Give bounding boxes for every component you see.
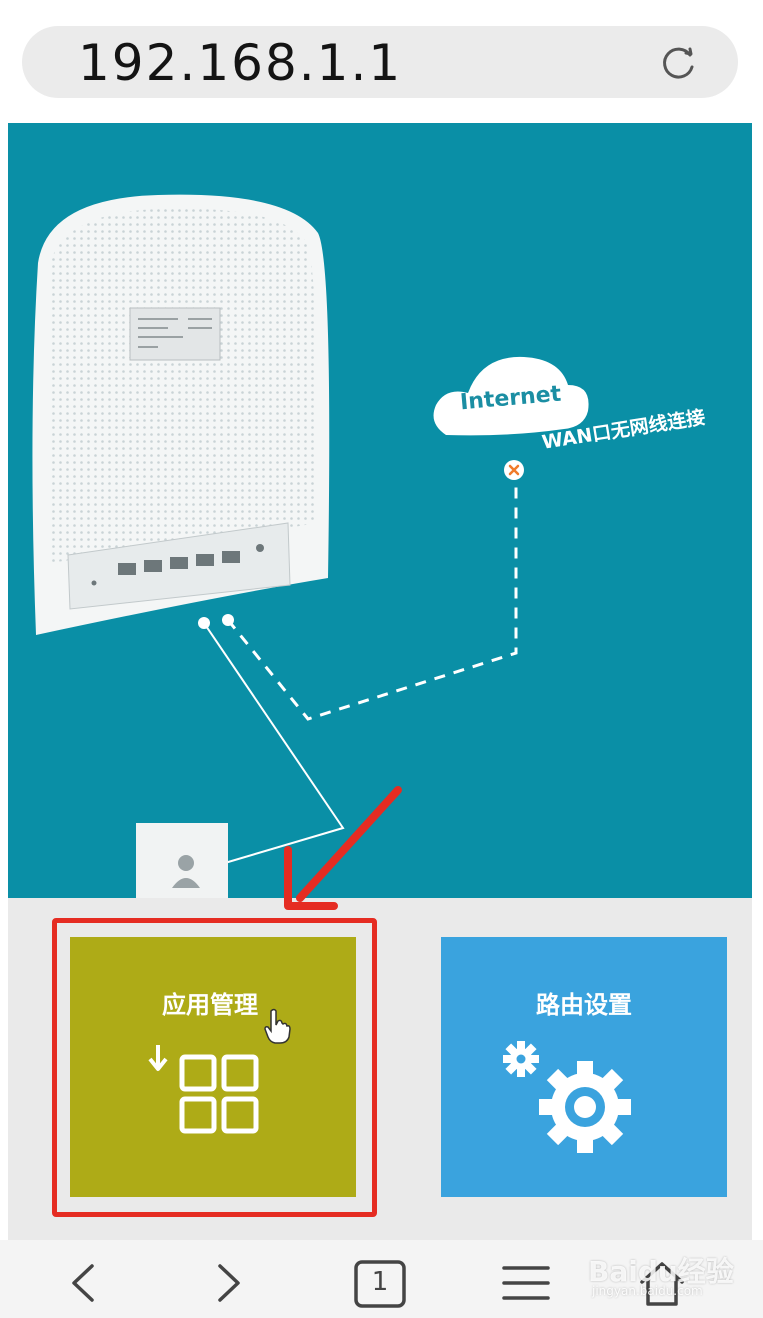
tabs-icon [354, 1260, 406, 1308]
forward-icon[interactable] [208, 1258, 248, 1308]
address-bar[interactable]: 192.168.1.1 [22, 26, 738, 98]
app-management-tile[interactable]: 应用管理 [70, 937, 356, 1197]
app-management-label: 应用管理 [162, 991, 258, 1019]
red-highlight-box [52, 918, 377, 1217]
url-text: 192.168.1.1 [78, 34, 403, 92]
menu-icon[interactable] [498, 1258, 554, 1308]
cloud-icon [433, 356, 589, 436]
gear-icon [503, 1041, 631, 1153]
home-icon[interactable] [634, 1258, 690, 1308]
tab-count: 1 [371, 1267, 389, 1297]
router-settings-label: 路由设置 [536, 991, 632, 1019]
user-icon [178, 855, 194, 871]
back-icon[interactable] [62, 1258, 102, 1308]
browser-bottom-nav: 1 [0, 1240, 763, 1318]
tabs-button[interactable]: 1 [352, 1258, 408, 1308]
illustration-graphic [32, 194, 589, 898]
app-grid-icon [148, 1045, 259, 1134]
hand-pointer-icon [264, 1008, 291, 1044]
router-settings-tile[interactable]: 路由设置 [441, 937, 727, 1197]
reload-icon[interactable] [656, 41, 700, 85]
network-illustration: Internet WAN口无网线连接 [8, 123, 752, 898]
red-arrow-icon [284, 786, 402, 910]
